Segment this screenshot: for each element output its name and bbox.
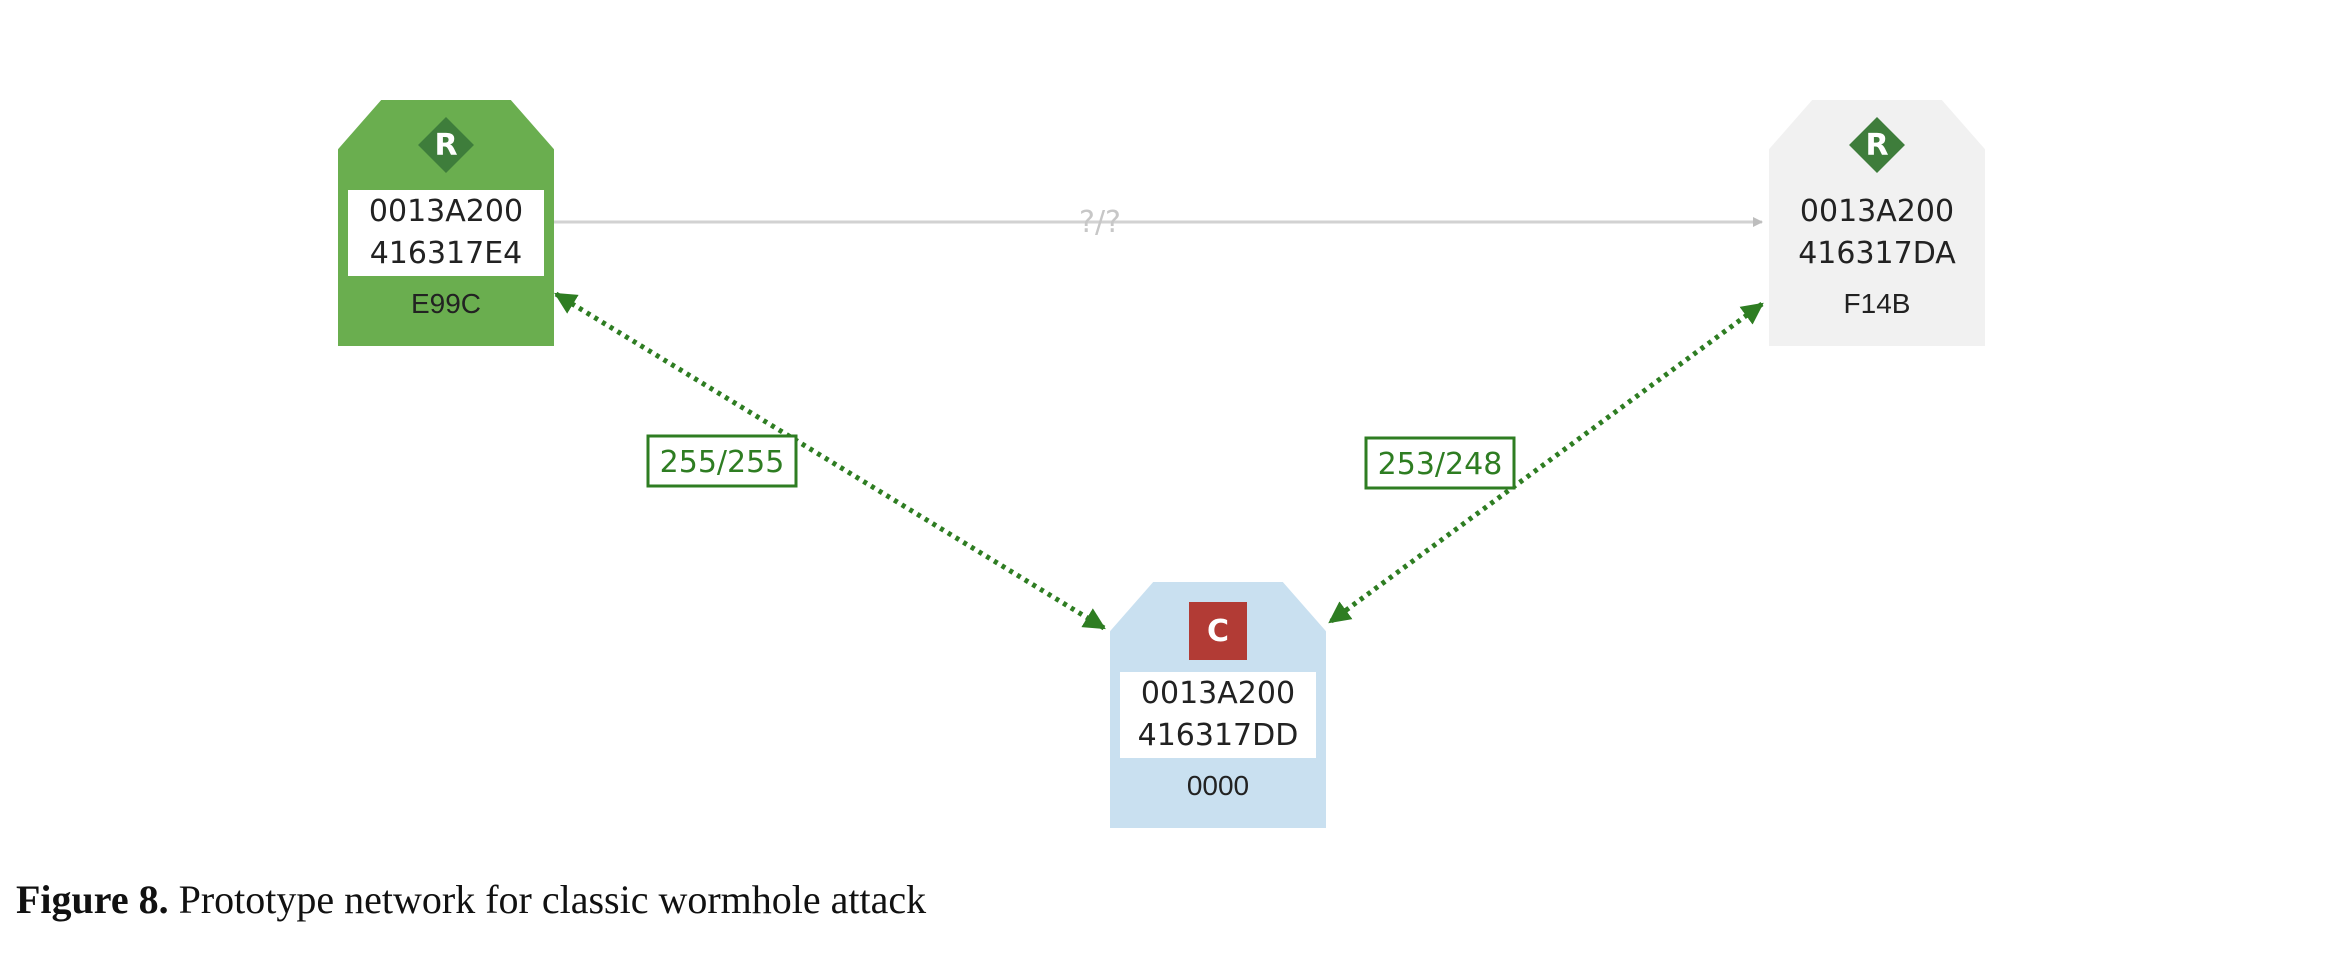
badge-letter: R [434, 127, 458, 163]
edge-a-c-label: 255/255 [660, 445, 785, 480]
address-high: 0013A200 [368, 194, 524, 229]
edge-b-c-label-box: 253/248 [1364, 436, 1516, 490]
badge-letter: C [1206, 613, 1230, 649]
edge-layer: ?/? 255/255 253/248 [554, 205, 1764, 631]
network-diagram: ?/? 255/255 253/248 R 0013A200 416317E4 … [0, 0, 2334, 860]
caption-text: Prototype network for classic wormhole a… [168, 877, 927, 922]
edge-b-c-label: 253/248 [1378, 447, 1503, 482]
node-coordinator-0000: C 0013A200 416317DD 0000 [1110, 582, 1326, 828]
caption-label: Figure 8. [16, 877, 169, 922]
badge-letter: R [1865, 127, 1889, 163]
edge-a-c [554, 291, 1106, 631]
edge-a-b-label: ?/? [1079, 205, 1121, 240]
address-high: 0013A200 [1799, 194, 1955, 229]
address-low: 416317DD [1137, 718, 1299, 753]
short-address: 0000 [1186, 770, 1250, 801]
node-address: 0013A200 416317DA [1779, 190, 1975, 276]
edge-a-c-label-box: 255/255 [646, 434, 798, 488]
router-badge-icon: R [1854, 122, 1900, 168]
address-low: 416317DA [1798, 236, 1956, 271]
short-address: F14B [1843, 288, 1911, 319]
node-router-f14b: R 0013A200 416317DA F14B [1769, 100, 1985, 346]
short-address: E99C [410, 288, 482, 319]
node-address: 0013A200 416317DD [1120, 672, 1316, 758]
router-badge-icon: R [423, 122, 469, 168]
node-router-e99c: R 0013A200 416317E4 E99C [338, 100, 554, 346]
address-low: 416317E4 [369, 236, 523, 271]
node-address: 0013A200 416317E4 [348, 190, 544, 276]
figure-caption: Figure 8. Prototype network for classic … [16, 876, 926, 923]
address-high: 0013A200 [1140, 676, 1296, 711]
coordinator-badge-icon: C [1189, 602, 1247, 660]
